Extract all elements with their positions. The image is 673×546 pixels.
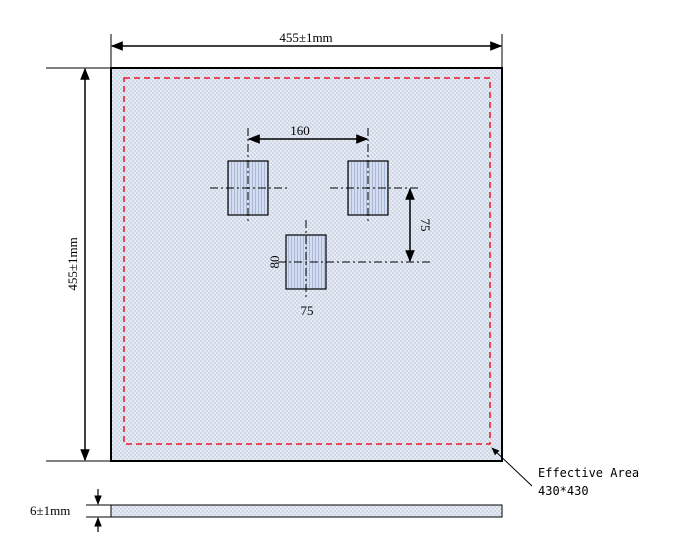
effective-area-callout: Effective Area 430*430	[491, 447, 639, 498]
top-width-dimension: 455±1mm	[110, 30, 503, 68]
hole-top-left	[210, 128, 287, 224]
plate-side	[110, 504, 503, 518]
side-view: 6±1mm	[30, 489, 503, 532]
hole-spacing-horizontal-dimension: 160	[247, 123, 369, 144]
hole-height-label: 80	[267, 256, 282, 269]
hole-top-right	[330, 128, 418, 224]
plate-thickness-label: 6±1mm	[30, 503, 70, 518]
effective-area-size: 430*430	[538, 484, 589, 498]
plate-height-label: 455±1mm	[65, 237, 80, 290]
hole-spacing-horizontal-label: 160	[290, 123, 310, 138]
left-height-dimension: 455±1mm	[46, 67, 111, 462]
hole-bottom	[278, 220, 430, 298]
plate-width-label: 455±1mm	[279, 30, 332, 45]
hole-spacing-vertical-label: 75	[418, 219, 433, 232]
effective-area-label: Effective Area	[538, 466, 639, 480]
hole-width-label: 75	[301, 303, 314, 318]
effective-area-border	[123, 77, 491, 445]
leader-line	[491, 447, 533, 487]
hole-spacing-vertical-dimension: 75	[405, 187, 433, 263]
